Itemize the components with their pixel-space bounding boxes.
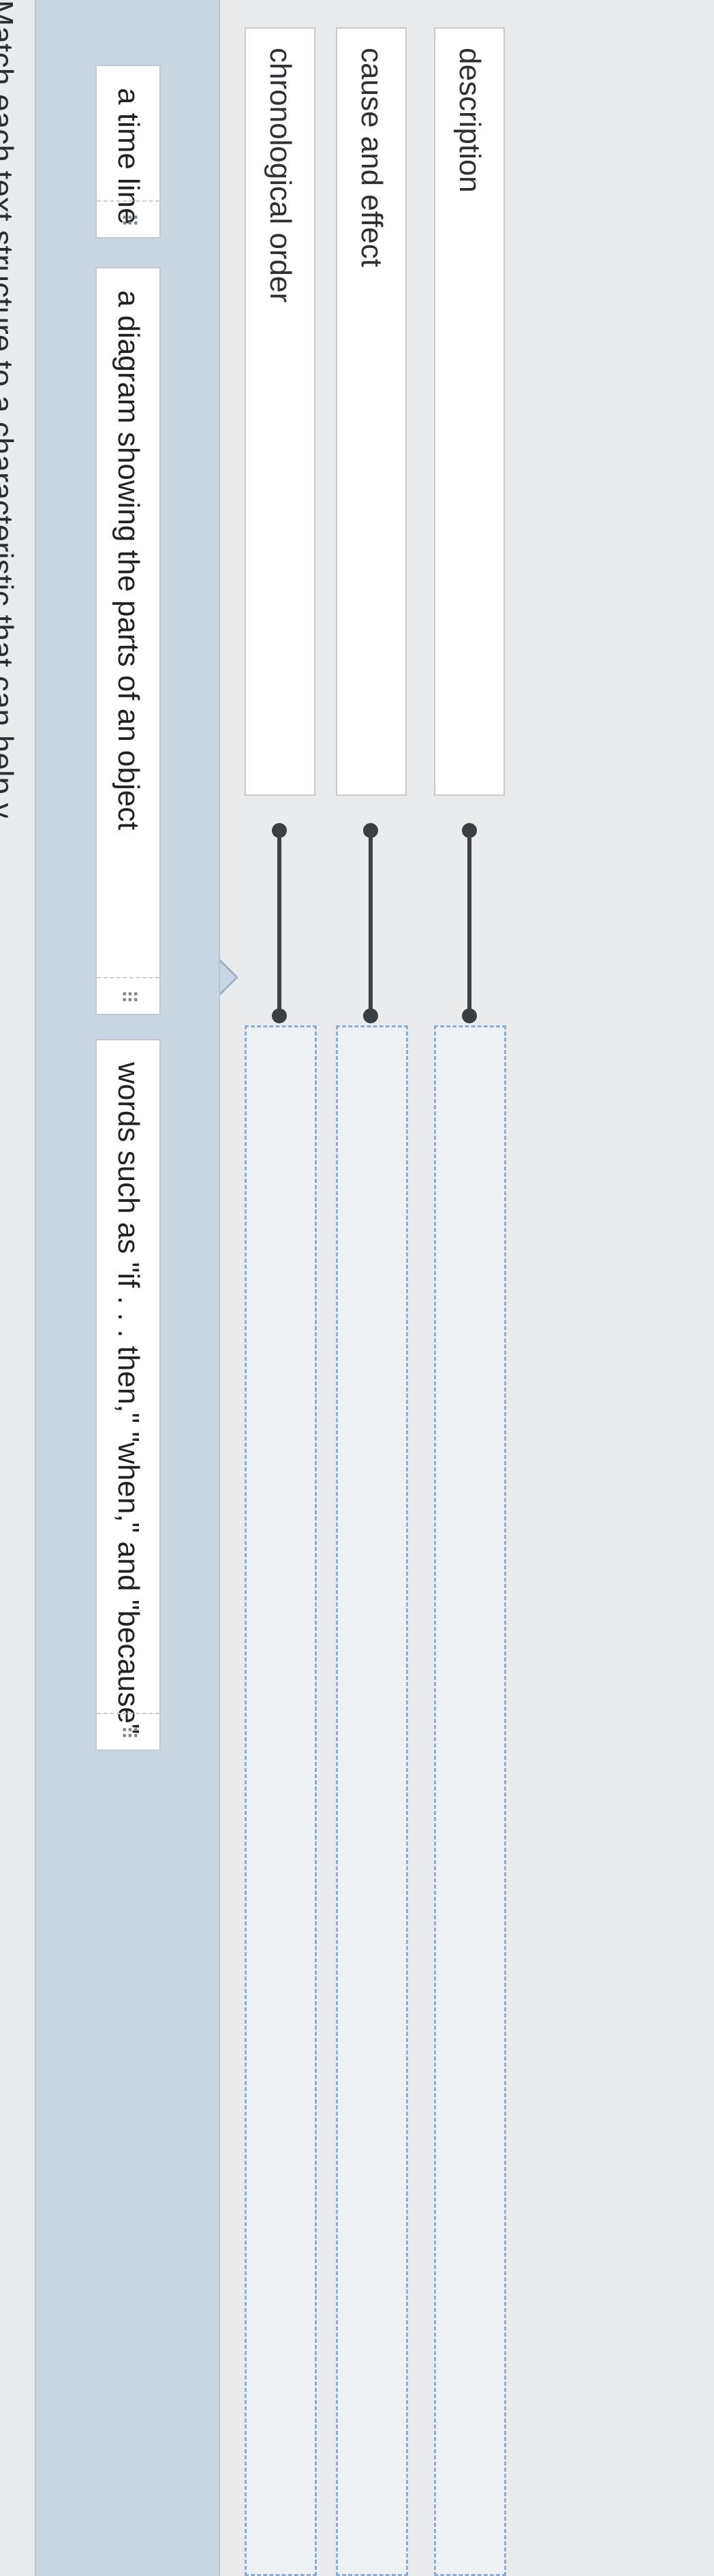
term-label: description <box>453 48 486 193</box>
answer-tile-label: a diagram showing the parts of an object <box>112 290 145 831</box>
term-description: description <box>434 27 505 796</box>
term-cause-and-effect: cause and effect <box>336 27 407 796</box>
answer-tile-signal-words[interactable]: words such as "if . . . then," "when," a… <box>95 1039 161 1751</box>
drag-handle-icon[interactable]: ⠿ <box>97 977 159 1014</box>
connector-line <box>467 831 471 1016</box>
drop-zone-chronological-order[interactable] <box>245 1025 317 2576</box>
drag-handle-icon[interactable]: ⠿ <box>97 1713 159 1750</box>
drop-zone-cause-and-effect[interactable] <box>336 1025 408 2576</box>
answer-bank-pointer <box>219 957 239 998</box>
question-instruction: Match each text structure to a character… <box>0 0 20 818</box>
drop-zone-description[interactable] <box>434 1025 506 2576</box>
term-label: cause and effect <box>355 48 388 268</box>
connector-end-dot <box>462 1008 477 1023</box>
answer-tile-label: words such as "if . . . then," "when," a… <box>112 1062 145 1735</box>
term-label: chronological order <box>264 48 297 303</box>
term-chronological-order: chronological order <box>245 27 315 796</box>
answer-tile-time-line[interactable]: a time line ⠿ <box>95 65 161 238</box>
connector-line <box>369 831 373 1016</box>
connector-end-dot <box>272 1008 287 1023</box>
connector-line <box>277 831 281 1016</box>
drag-handle-icon[interactable]: ⠿ <box>97 200 159 237</box>
connector-end-dot <box>363 1008 378 1023</box>
answer-tile-diagram[interactable]: a diagram showing the parts of an object… <box>95 267 161 1015</box>
answer-bank: a time line ⠿ a diagram showing the part… <box>35 0 220 2576</box>
